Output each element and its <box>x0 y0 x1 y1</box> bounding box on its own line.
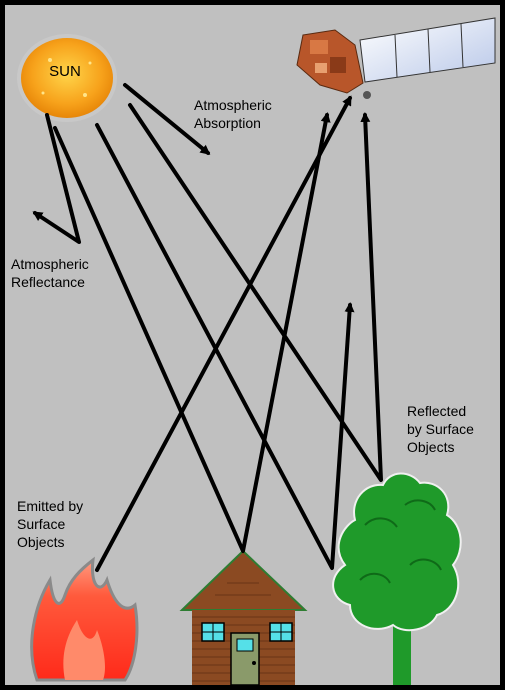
tree-to-satellite-arrow <box>128 103 383 482</box>
house-reflection-arrow <box>53 112 331 553</box>
label-line: Reflected <box>407 403 467 419</box>
label-line: Emitted by <box>17 498 84 514</box>
fire-icon <box>30 556 139 682</box>
label-line: Atmospheric <box>11 256 89 272</box>
atmospheric-reflectance-arrow <box>32 113 81 244</box>
label-line: Atmospheric <box>194 97 272 113</box>
label-line: Objects <box>17 534 65 550</box>
sun-icon <box>17 34 117 122</box>
house-icon <box>179 549 308 685</box>
emitted-arrow <box>95 95 352 572</box>
sun-label: SUN <box>49 63 81 80</box>
arrows <box>32 83 383 572</box>
label-line: by Surface <box>407 421 474 437</box>
atmospheric-absorption-label: Atmospheric Absorption <box>194 96 272 132</box>
label-line: Absorption <box>194 115 261 131</box>
label-line: Reflectance <box>11 274 85 290</box>
atmospheric-reflectance-label: Atmospheric Reflectance <box>11 255 89 291</box>
remote-sensing-diagram <box>17 17 496 685</box>
diagram-canvas: SUN Atmospheric Absorption Atmospheric R… <box>5 5 500 685</box>
tree-icon <box>332 472 462 685</box>
label-line: Objects <box>407 439 455 455</box>
satellite-icon <box>296 17 496 99</box>
label-line: Surface <box>17 516 66 532</box>
emitted-label: Emitted by Surface Objects <box>17 497 83 551</box>
tree-reflection-arrow <box>95 123 355 570</box>
atmospheric-absorption-arrow <box>123 83 211 155</box>
reflected-label: Reflected by Surface Objects <box>407 402 474 456</box>
